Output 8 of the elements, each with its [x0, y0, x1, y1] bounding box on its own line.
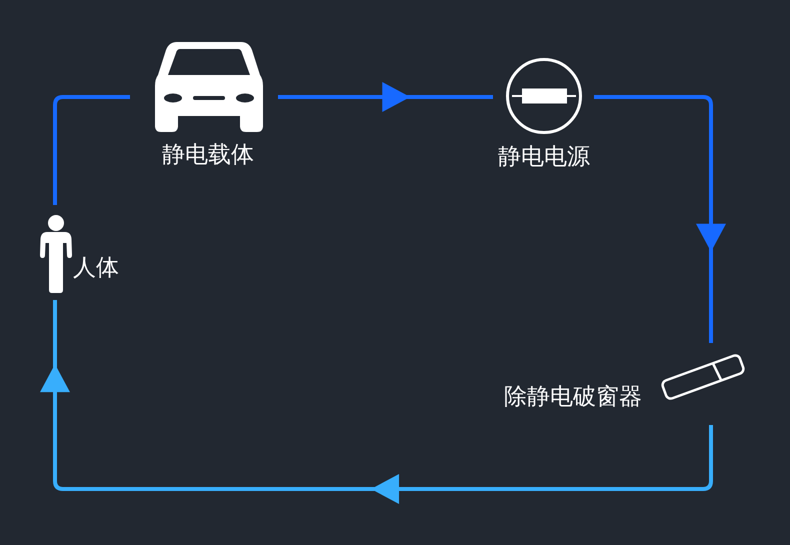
node-label: 除静电破窗器: [504, 383, 642, 411]
connector-line: [53, 95, 130, 205]
node-label: 人体: [73, 254, 119, 282]
node-label: 静电电源: [498, 143, 590, 171]
arrow: [40, 300, 713, 504]
arrow: [278, 82, 493, 112]
node-label: 静电载体: [162, 141, 254, 169]
arrow: [594, 95, 726, 343]
